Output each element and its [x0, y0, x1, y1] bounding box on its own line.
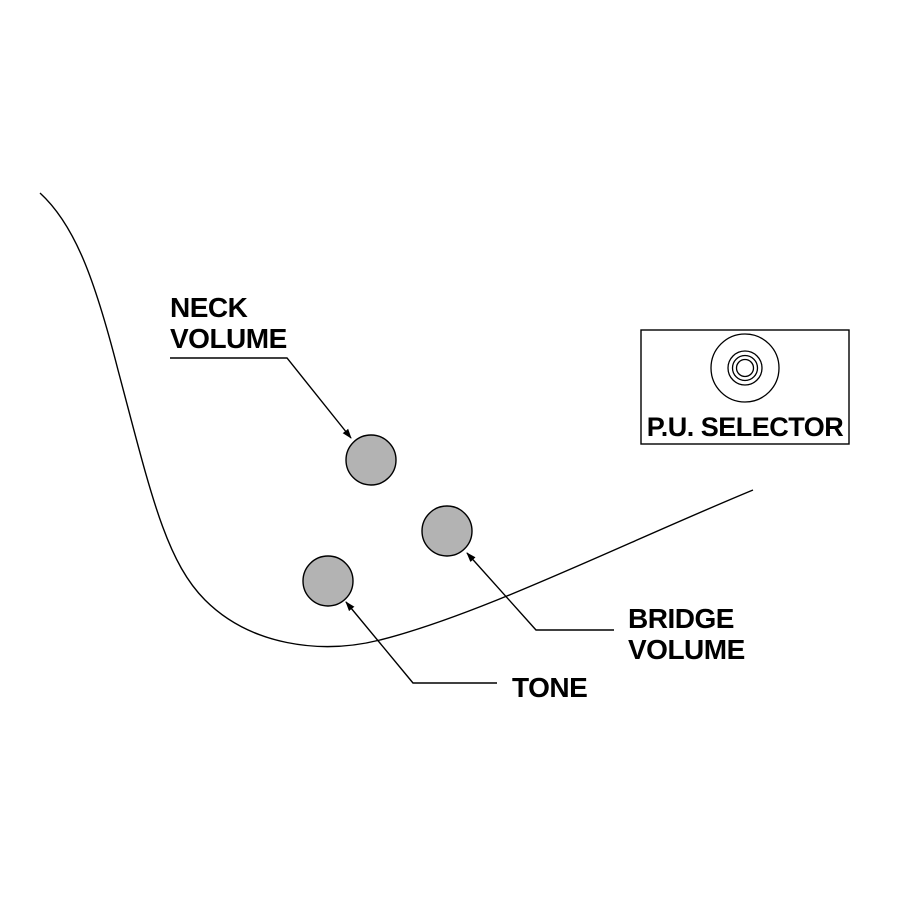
bridge-volume-leader-arrow — [466, 552, 614, 631]
bridge-volume-knob[interactable] — [421, 505, 473, 557]
neck-volume-label-line2: VOLUME — [170, 323, 287, 354]
tone-leader-arrow — [345, 601, 497, 684]
pickup-selector-label: P.U. SELECTOR — [647, 412, 844, 442]
neck-volume-leader-arrow — [170, 357, 352, 439]
pickup-selector-switch-icon[interactable] — [710, 333, 780, 403]
tone-label: TONE — [512, 672, 587, 703]
bridge-volume-label-line2: VOLUME — [628, 634, 745, 665]
neck-volume-knob[interactable] — [345, 434, 397, 486]
pickup-selector-panel: P.U. SELECTOR — [640, 329, 850, 445]
guitar-body-outline — [39, 192, 754, 648]
tone-knob[interactable] — [302, 555, 354, 607]
neck-volume-label-line1: NECK — [170, 292, 248, 323]
bridge-volume-label-line1: BRIDGE — [628, 603, 734, 634]
